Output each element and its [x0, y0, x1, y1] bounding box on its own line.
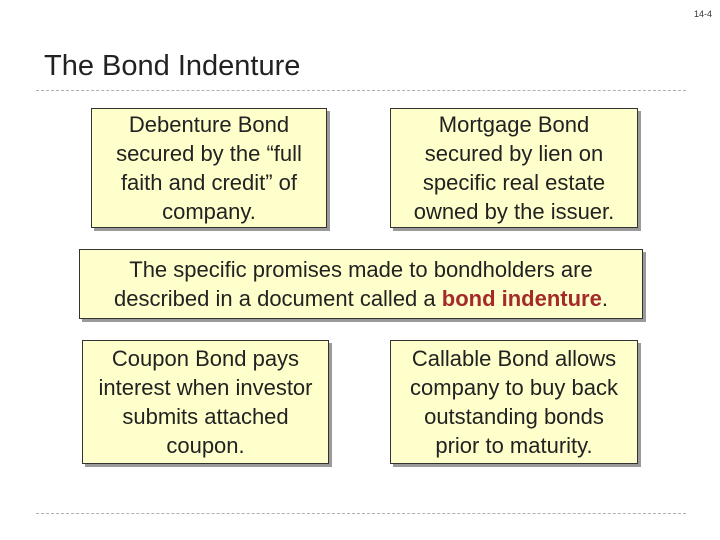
mortgage-line-2: secured by lien on: [424, 141, 604, 166]
debenture-line-3: faith and credit” of: [120, 170, 298, 195]
debenture-bond-text: Debenture Bond secured by the “full fait…: [112, 110, 306, 226]
callable-bond-box: Callable Bond allows company to buy back…: [390, 340, 638, 464]
callable-line-2: company to buy back: [410, 375, 618, 400]
bond-indenture-term: bond indenture: [441, 286, 602, 311]
callable-line-3: outstanding bonds: [424, 404, 604, 429]
coupon-bond-text: Coupon Bond pays interest when investor …: [95, 344, 317, 460]
coupon-line-3: submits attached: [122, 404, 289, 429]
coupon-bond-box: Coupon Bond pays interest when investor …: [82, 340, 329, 464]
slide-title: The Bond Indenture: [44, 50, 301, 82]
debenture-bond-box: Debenture Bond secured by the “full fait…: [91, 108, 327, 228]
page-number: 14-4: [693, 9, 712, 19]
mortgage-line-4: owned by the issuer.: [413, 199, 615, 224]
definition-line-1: The specific promises made to bondholder…: [129, 257, 593, 282]
debenture-line-2: secured by the “full: [116, 141, 302, 166]
mortgage-bond-box: Mortgage Bond secured by lien on specifi…: [390, 108, 638, 228]
footer-divider: [36, 513, 686, 514]
definition-line-2-suffix: .: [601, 286, 608, 311]
coupon-line-4: coupon.: [166, 433, 245, 458]
debenture-line-4: company.: [162, 199, 256, 224]
title-divider: [36, 90, 686, 91]
debenture-line-1: Debenture Bond: [128, 112, 290, 137]
callable-line-1: Callable Bond allows: [411, 346, 617, 371]
mortgage-line-1: Mortgage Bond: [438, 112, 590, 137]
bond-indenture-definition-text: The specific promises made to bondholder…: [110, 255, 612, 313]
coupon-line-2: interest when investor: [98, 375, 313, 400]
coupon-line-1: Coupon Bond pays: [111, 346, 300, 371]
callable-line-4: prior to maturity.: [435, 433, 593, 458]
bond-indenture-definition-box: The specific promises made to bondholder…: [79, 249, 643, 319]
callable-bond-text: Callable Bond allows company to buy back…: [406, 344, 622, 460]
mortgage-bond-text: Mortgage Bond secured by lien on specifi…: [410, 110, 619, 226]
mortgage-line-3: specific real estate: [422, 170, 606, 195]
definition-line-2-prefix: described in a document called a: [114, 286, 442, 311]
